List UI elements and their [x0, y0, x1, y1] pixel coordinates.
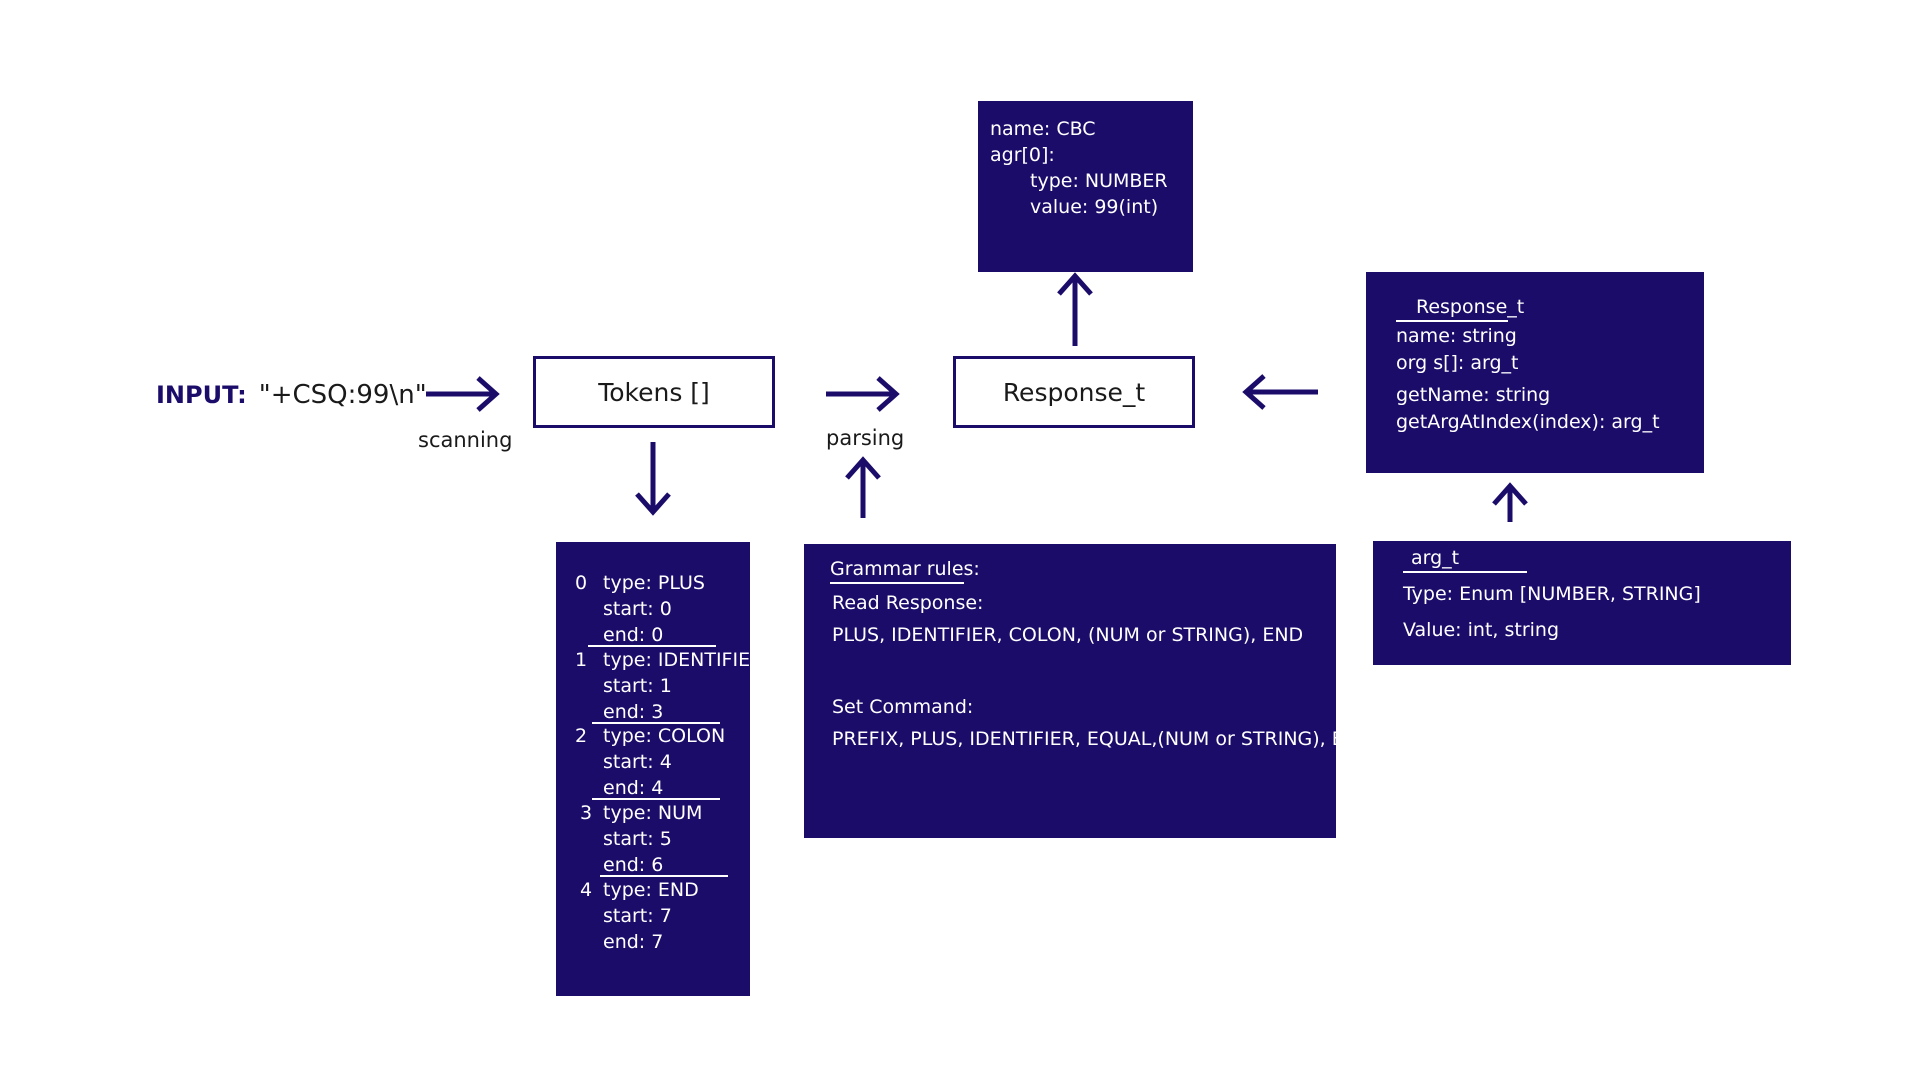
parsing-label: parsing [826, 426, 905, 450]
result-value: value: 99(int) [1030, 196, 1159, 218]
response-type-getname: getName: string [1396, 384, 1551, 406]
arrow-grammar-to-parsing [845, 456, 881, 518]
token-4-type: type: END [603, 879, 699, 901]
token-1-index: 1 [575, 649, 588, 671]
token-0-separator [588, 645, 716, 647]
arg-type-title-underline [1403, 571, 1527, 573]
grammar-box: Grammar rules: Read Response: PLUS, IDEN… [804, 544, 1373, 838]
arg-type-type: Type: Enum [NUMBER, STRING] [1403, 583, 1701, 605]
grammar-read-title: Read Response: [832, 592, 984, 614]
token-3-end: end: 6 [603, 854, 664, 876]
token-2-end: end: 4 [603, 777, 664, 799]
arrow-tokens-to-response [826, 376, 900, 412]
response-type-title: Response_t [1416, 296, 1525, 318]
arrow-type-to-response [1242, 374, 1318, 410]
token-4-start: start: 7 [603, 905, 672, 927]
grammar-set-title: Set Command: [832, 696, 974, 718]
arrow-response-to-result [1057, 272, 1093, 346]
input-row: INPUT: "+CSQ:99\n" [156, 378, 427, 412]
token-4-end: end: 7 [603, 931, 664, 953]
response-type-name: name: string [1396, 325, 1517, 347]
result-arg: agr[0]: [990, 144, 1055, 166]
response-type-getarg: getArgAtIndex(index): arg_t [1396, 411, 1660, 433]
response-node: Response_t [953, 356, 1195, 428]
token-3-type: type: NUM [603, 802, 703, 824]
result-type: type: NUMBER [1030, 170, 1168, 192]
response-node-label: Response_t [1002, 377, 1146, 407]
token-2-start: start: 4 [603, 751, 672, 773]
arg-type-box: arg_t Type: Enum [NUMBER, STRING] Value:… [1373, 541, 1791, 665]
response-type-args: org s[]: arg_t [1396, 352, 1519, 374]
token-3-start: start: 5 [603, 828, 672, 850]
arg-type-title: arg_t [1411, 547, 1460, 569]
input-label: INPUT: [156, 381, 247, 409]
input-value: "+CSQ:99\n" [258, 380, 427, 410]
token-1-start: start: 1 [603, 675, 672, 697]
token-list-box: 0 type: PLUS start: 0 end: 0 1 type: IDE… [556, 542, 763, 996]
result-box: name: CBC agr[0]: type: NUMBER value: 99… [978, 101, 1193, 272]
grammar-title-underline [830, 582, 964, 584]
tokens-node-label: Tokens [] [598, 377, 710, 407]
arg-type-value: Value: int, string [1403, 619, 1560, 641]
token-4-index: 4 [580, 879, 593, 901]
token-0-end: end: 0 [603, 624, 664, 646]
response-type-title-underline [1396, 320, 1508, 322]
grammar-read-rule: PLUS, IDENTIFIER, COLON, (NUM or STRING)… [832, 624, 1304, 646]
token-3-separator [600, 875, 728, 877]
result-name: name: CBC [990, 118, 1096, 140]
token-1-end: end: 3 [603, 701, 664, 723]
token-0-start: start: 0 [603, 598, 672, 620]
arrow-arg-to-response-type [1492, 482, 1528, 522]
arrow-input-to-tokens [426, 376, 500, 412]
arrow-tokens-to-list [635, 442, 671, 516]
grammar-set-rule: PREFIX, PLUS, IDENTIFIER, EQUAL,(NUM or … [832, 728, 1373, 750]
token-2-type: type: COLON [603, 725, 726, 747]
token-1-type: type: IDENTIFIER [603, 649, 764, 671]
scanning-label: scanning [418, 428, 513, 452]
token-0-type: type: PLUS [603, 572, 705, 594]
token-1-separator [592, 722, 720, 724]
grammar-title: Grammar rules: [830, 558, 980, 580]
tokens-node: Tokens [] [533, 356, 775, 428]
token-3-index: 3 [580, 802, 593, 824]
response-type-box: Response_t name: string org s[]: arg_t g… [1366, 272, 1704, 473]
token-2-separator [592, 798, 720, 800]
token-2-index: 2 [575, 725, 588, 747]
token-0-index: 0 [575, 572, 588, 594]
